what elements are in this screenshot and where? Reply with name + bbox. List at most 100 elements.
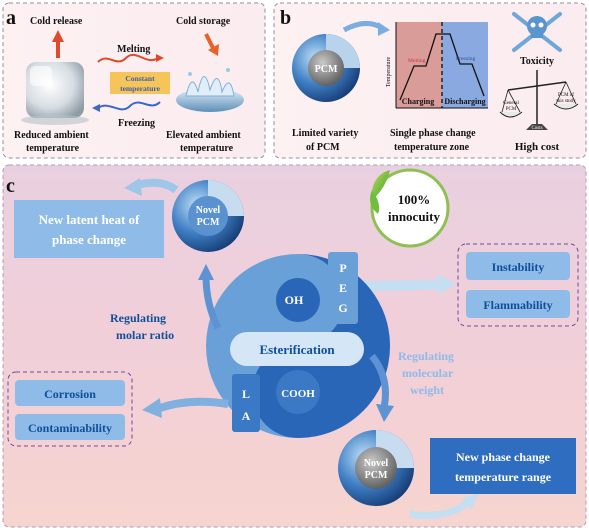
peg-label-g: G [338,301,347,315]
right-negative-group [457,243,579,327]
arrow-to-novel-pcm-bottom-head [376,404,394,422]
cold-release-arrow-head [52,30,64,42]
novel-pcm-sphere-bottom: Novel PCM [338,430,414,506]
oh-circle [276,278,320,322]
limited-variety-label-1: Limited variety [292,128,358,139]
constant-temperature-box [110,72,170,94]
regulating-weight-label-2: molecular [402,366,454,380]
melting-arrow [97,53,159,63]
temperature-label: temperature [120,84,161,93]
corrosion-label: Corrosion [44,387,96,401]
melting-label: Melting [117,44,150,55]
yin-yang-core: OH COOH P E G L A Esterification [206,252,390,438]
new-latent-heat-label-1: New latent heat of [39,212,140,227]
flammability-label: Flammability [483,298,552,312]
ice-cube-image [21,62,89,125]
innocuity-label-2: innocuity [388,209,441,224]
corrosion-box [15,380,125,406]
leaf-icon [371,170,390,200]
peg-tab [328,252,358,324]
panel-c-letter: c [6,175,15,197]
cold-release-label: Cold release [30,16,83,27]
charging-label: Charging [402,97,434,106]
pcm-this-study-label-2: this study [556,99,576,104]
regulating-weight-label-1: Regulating [398,349,454,363]
panel-a-letter: a [6,7,16,29]
single-phase-label-2: temperature zone [394,142,470,153]
elevated-ambient-label-2: temperature [180,143,234,154]
reduced-ambient-label-1: Reduced ambient [14,130,89,141]
la-label-l: L [242,387,250,401]
panel-c: c New latent heat of phase change Novel … [2,164,587,528]
cold-storage-arrow-head [208,44,219,56]
instability-label: Instability [492,260,545,274]
arrow-to-new-range [409,497,473,519]
elevated-ambient-label-1: Elevated ambient [166,130,241,141]
oh-label: OH [285,293,304,307]
new-range-box [430,438,576,494]
chart-freezing-label: Freezing [456,56,475,62]
novel-pcm-sphere-top: Novel PCM [172,180,244,252]
freezing-arrow-head [92,104,100,112]
general-pcm-label-1: General [503,101,519,106]
novel-pcm-top-label-2: PCM [197,217,220,228]
cooh-circle [276,370,320,414]
new-latent-heat-box [14,200,164,258]
new-latent-heat-label-2: phase change [52,232,126,247]
left-negative-group [7,371,133,447]
limited-variety-label-2: of PCM [306,142,340,153]
skull-icon [512,12,562,52]
panel-a: a Cold release Cold storage Melting Cons… [2,2,266,159]
instability-box [466,252,570,280]
contaminability-box [15,414,125,440]
regulating-molar-label-1: Regulating [110,311,166,325]
panel-b-letter: b [280,7,291,29]
discharging-label: Discharging [444,97,485,106]
arrow-to-novel-pcm-top-head [198,264,214,280]
arrow-to-instability-head [438,274,456,294]
water-splash-image [176,68,244,112]
peg-label-e: E [339,281,347,295]
constant-label: Constant [125,74,155,83]
cooh-label: COOH [281,388,315,400]
la-label-a: A [242,409,251,423]
new-range-label-2: temperature range [455,470,552,484]
balance-scale-icon [499,70,579,130]
novel-pcm-top-label-1: Novel [196,205,221,216]
costs-label: Costs [531,126,542,131]
chart-melting-label: Melting [408,58,426,64]
pcm-core-label: PCM [315,64,338,75]
general-pcm-label-2: PCM [506,107,517,112]
melting-arrow-head [156,54,164,62]
innocuity-badge: 100% innocuity [370,168,450,248]
freezing-label: Freezing [118,118,155,129]
esterification-label: Esterification [259,342,335,357]
arrow-to-latent-heat-head [124,178,142,196]
regulating-molar-label-2: molar ratio [116,328,174,342]
reduced-ambient-label-2: temperature [26,143,80,154]
regulating-weight-label-3: weight [410,383,444,397]
contaminability-label: Contaminability [28,421,112,435]
pcm-sphere-cutaway: PCM [292,34,360,102]
arrow-to-corrosion-head [142,398,162,418]
arrow-to-new-range-head [462,494,478,510]
curved-arrow-b-head [378,22,390,36]
la-tab [232,374,260,432]
panel-b: b PCM Limited variety of PCM Temperature… [273,2,587,159]
novel-pcm-bottom-label-2: PCM [365,470,388,481]
peg-label-p: P [339,261,346,275]
arrow-to-corrosion [158,397,229,412]
cold-storage-label: Cold storage [176,16,231,27]
toxicity-label: Toxicity [520,56,554,67]
cold-storage-arrow [204,33,216,51]
single-phase-label-1: Single phase change [390,128,476,139]
arrow-to-novel-pcm-top [202,275,222,330]
arrow-to-instability [355,279,441,291]
innocuity-label-1: 100% [398,192,431,207]
chart-axis-label: Temperature [386,57,392,88]
phase-change-chart: Temperature Melting Freezing Charging Di… [386,22,488,109]
new-range-label-1: New phase change [456,450,551,464]
esterification-pill [230,332,364,366]
pcm-this-study-label-1: PCM of [558,93,574,98]
